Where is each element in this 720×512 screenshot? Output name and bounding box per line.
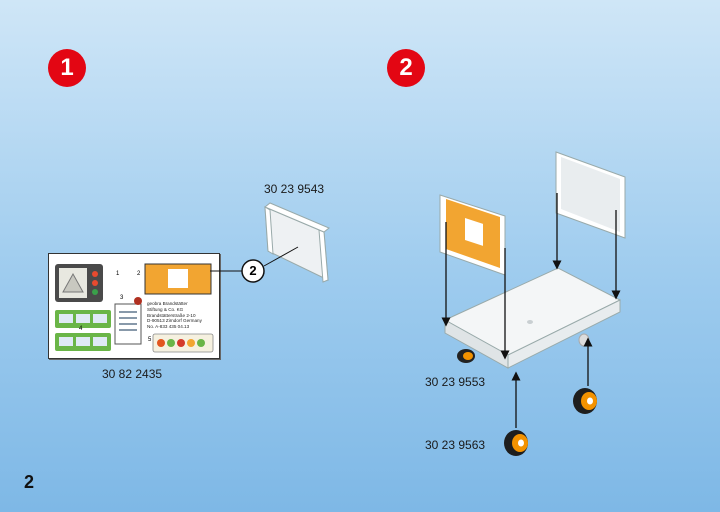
sticker-1-button-green <box>92 289 98 295</box>
sticker-legal-text: geobra Brandstätter Stiftung & Co. KG Br… <box>147 301 202 330</box>
sticker-callout-circle <box>241 259 265 283</box>
sticker-4-label-f <box>93 337 107 346</box>
sticker-4-label-c <box>93 314 107 323</box>
sticker-sheet-art <box>55 263 214 353</box>
part-number-cart-base: 30 23 9553 <box>425 375 486 389</box>
sticker-number-3: 3 <box>120 295 124 301</box>
sticker-number-2: 2 <box>137 271 141 277</box>
sticker-4-label-a <box>59 314 73 323</box>
wheel-part-rear <box>573 388 597 414</box>
cart-base-part <box>443 267 622 369</box>
sticker-4-label-d <box>59 337 73 346</box>
part-number-sign-panel: 30 23 9543 <box>264 182 325 196</box>
sticker-3-seal <box>134 297 142 305</box>
cart-sign-panel-left <box>439 194 506 276</box>
sticker-1-button-red-2 <box>92 280 98 286</box>
page-number: 2 <box>24 472 35 492</box>
sticker-1-pyramid <box>62 272 84 293</box>
sticker-1-button-red <box>92 271 98 277</box>
sticker-4-label-b <box>76 314 90 323</box>
part-number-sticker-sheet: 30 82 2435 <box>102 367 163 381</box>
part-number-wheel: 30 23 9563 <box>425 438 486 452</box>
sticker-2-label <box>168 269 188 288</box>
assembly-arrows <box>441 193 621 428</box>
sticker-sheet: 1 2 3 4 5 geobra Brandstätter Stiftung &… <box>48 253 220 359</box>
sticker-number-4: 4 <box>79 326 83 332</box>
sticker-4-label-e <box>76 337 90 346</box>
step-1-badge: 1 <box>48 49 86 87</box>
sticker-number-1: 1 <box>116 271 120 277</box>
cart-sign-panel-right <box>555 151 626 239</box>
sticker-number-5: 5 <box>148 337 152 343</box>
sign-panel-part <box>264 202 330 283</box>
step-2-badge: 2 <box>387 49 425 87</box>
sticker-callout-number: 2 <box>249 263 257 278</box>
panel-callout-line <box>263 246 299 267</box>
wheel-part-front <box>504 430 528 456</box>
